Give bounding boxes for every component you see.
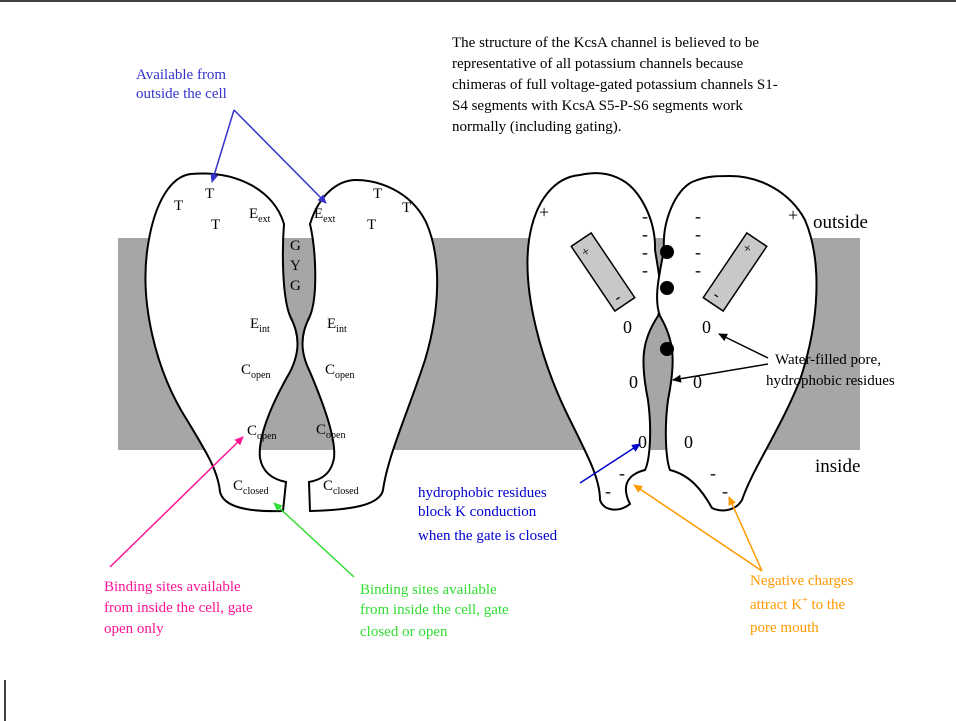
binding-closed-open-line-1: Binding sites available <box>360 582 497 598</box>
hydrophobic-block-line-1: hydrophobic residues <box>418 485 547 501</box>
charge-minus-l2: - <box>642 224 648 244</box>
residue-t-6: T <box>367 217 376 233</box>
charge-minus-mouth-4: - <box>722 481 728 501</box>
charge-minus-r4: - <box>695 260 701 280</box>
inside-label: inside <box>815 456 860 477</box>
residue-zero-3: 0 <box>629 372 638 392</box>
annotation-binding-closed-or-open: Binding sites available from inside the … <box>360 582 509 640</box>
charge-minus-l4: - <box>642 260 648 280</box>
description-line-5: normally (including gating). <box>452 119 622 135</box>
residue-t-5: T <box>402 200 411 216</box>
charge-minus-mouth-3: - <box>605 481 611 501</box>
residue-t-4: T <box>373 186 382 202</box>
available-outside-line-2: outside the cell <box>136 86 227 102</box>
residue-g-2: G <box>290 278 301 294</box>
k-ion-2 <box>660 281 674 295</box>
arrow-binding-closed-open <box>274 503 354 577</box>
right-subunit-a <box>527 173 661 509</box>
negative-charges-line-3: pore mouth <box>750 620 819 636</box>
residue-zero-5: 0 <box>638 432 647 452</box>
binding-closed-open-line-2: from inside the cell, gate <box>360 602 509 618</box>
k-ion-3 <box>660 342 674 356</box>
annotation-binding-open-only: Binding sites available from inside the … <box>104 579 253 637</box>
residue-y: Y <box>290 258 301 274</box>
charge-minus-l3: - <box>642 242 648 262</box>
residue-g-1: G <box>290 238 301 254</box>
charge-minus-mouth-2: - <box>710 463 716 483</box>
description-line-2: representative of all potassium channels… <box>452 56 743 72</box>
charge-plus-outer-right: + <box>788 205 798 225</box>
hydrophobic-block-line-2: block K conduction <box>418 504 537 520</box>
outside-label: outside <box>813 212 868 233</box>
description-line-3: chimeras of full voltage-gated potassium… <box>452 77 778 93</box>
k-ion-1 <box>660 245 674 259</box>
hydrophobic-block-line-3: when the gate is closed <box>418 528 558 544</box>
annotation-negative-charges: Negative charges attract K+ to the pore … <box>750 573 854 636</box>
water-pore-line-1: Water-filled pore, <box>775 352 881 368</box>
residue-zero-6: 0 <box>684 432 693 452</box>
available-outside-line-1: Available from <box>136 67 226 83</box>
charge-minus-r2: - <box>695 224 701 244</box>
residue-zero-2: 0 <box>702 317 711 337</box>
description-paragraph: The structure of the KcsA channel is bel… <box>452 35 778 135</box>
binding-open-only-line-3: open only <box>104 621 164 637</box>
residue-zero-1: 0 <box>623 317 632 337</box>
charge-minus-r1: - <box>695 206 701 226</box>
charge-minus-l1: - <box>642 206 648 226</box>
binding-open-only-line-1: Binding sites available <box>104 579 241 595</box>
charge-minus-r3: - <box>695 242 701 262</box>
arrow-binding-open-only <box>110 437 243 567</box>
annotation-available-outside: Available from outside the cell <box>136 67 227 102</box>
binding-open-only-line-2: from inside the cell, gate <box>104 600 253 616</box>
description-line-1: The structure of the KcsA channel is bel… <box>452 35 759 51</box>
binding-closed-open-line-3: closed or open <box>360 624 448 640</box>
water-pore-line-2: hydrophobic residues <box>766 373 895 389</box>
charge-plus-outer-left: + <box>539 202 549 222</box>
negative-charges-line-1: Negative charges <box>750 573 854 589</box>
residue-t-3: T <box>211 217 220 233</box>
negative-charges-line-2: attract K+ to the <box>750 595 846 613</box>
charge-minus-mouth-1: - <box>619 463 625 483</box>
arrow-outside-to-left <box>212 110 234 182</box>
selectivity-filter: G Y G <box>290 238 301 294</box>
residue-t-1: T <box>205 186 214 202</box>
description-line-4: S4 segments with KcsA S5-P-S6 segments w… <box>452 98 743 114</box>
annotation-hydrophobic-block: hydrophobic residues block K conduction … <box>418 485 558 544</box>
residue-t-2: T <box>174 198 183 214</box>
left-subunit-a <box>146 173 298 511</box>
